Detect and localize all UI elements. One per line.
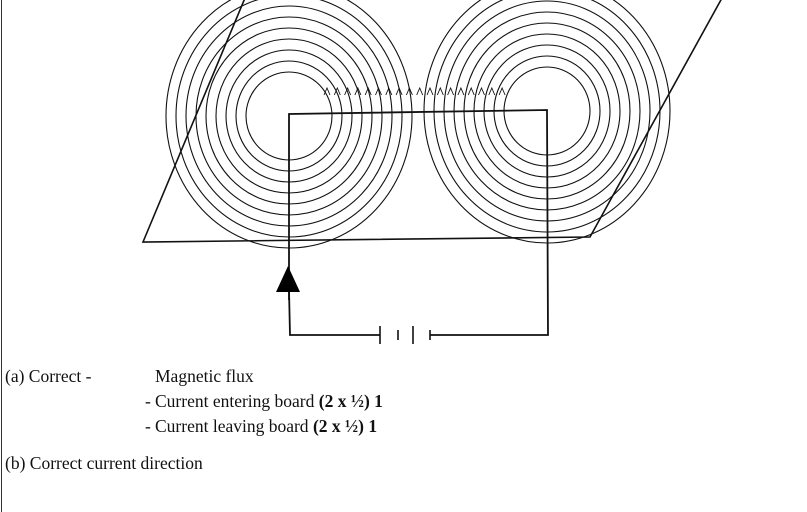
field-direction-arrowhead <box>375 86 382 96</box>
part-a-item-magnetic-flux: Magnetic flux <box>155 366 254 386</box>
field-direction-arrowhead <box>344 86 352 96</box>
field-direction-arrowhead <box>354 86 362 96</box>
part-a-item-current-leaving: Current leaving board (2 x ½) 1 <box>155 416 377 437</box>
board-outline <box>141 0 722 243</box>
dash: - <box>145 416 151 436</box>
item-marks: (2 x ½) 1 <box>312 416 378 436</box>
field-direction-arrowhead <box>395 86 403 96</box>
field-direction-arrowhead <box>436 86 444 96</box>
field-direction-arrowhead <box>426 86 434 96</box>
battery-symbol <box>379 326 431 344</box>
field-direction-arrowhead <box>447 86 455 96</box>
item-marks: (2 x ½) 1 <box>318 391 383 411</box>
left-margin-line <box>1 0 2 512</box>
field-direction-arrowhead <box>364 86 372 96</box>
field-direction-arrowhead <box>405 86 413 96</box>
field-direction-arrowhead <box>457 86 465 96</box>
field-direction-arrowhead <box>488 86 496 96</box>
field-direction-arrowhead <box>323 86 331 96</box>
field-direction-arrowhead <box>416 86 424 96</box>
dash: - <box>145 391 151 411</box>
item-text: Current entering board <box>155 391 315 411</box>
part-a-label: (a) Correct - <box>5 366 92 386</box>
part-a-item-current-entering: Current entering board (2 x ½) 1 <box>155 391 383 412</box>
field-direction-arrowhead <box>467 86 475 96</box>
field-direction-arrowhead <box>385 86 393 96</box>
field-direction-arrowhead <box>498 86 506 96</box>
part-b-label: (b) Correct current direction <box>5 453 203 473</box>
field-direction-arrowhead <box>333 86 341 96</box>
circuit-wire <box>288 109 549 336</box>
current-direction-arrow <box>276 266 300 292</box>
field-direction-arrowhead <box>478 86 485 96</box>
item-text: Current leaving board <box>155 416 309 436</box>
magnetic-field-diagram <box>141 0 722 344</box>
